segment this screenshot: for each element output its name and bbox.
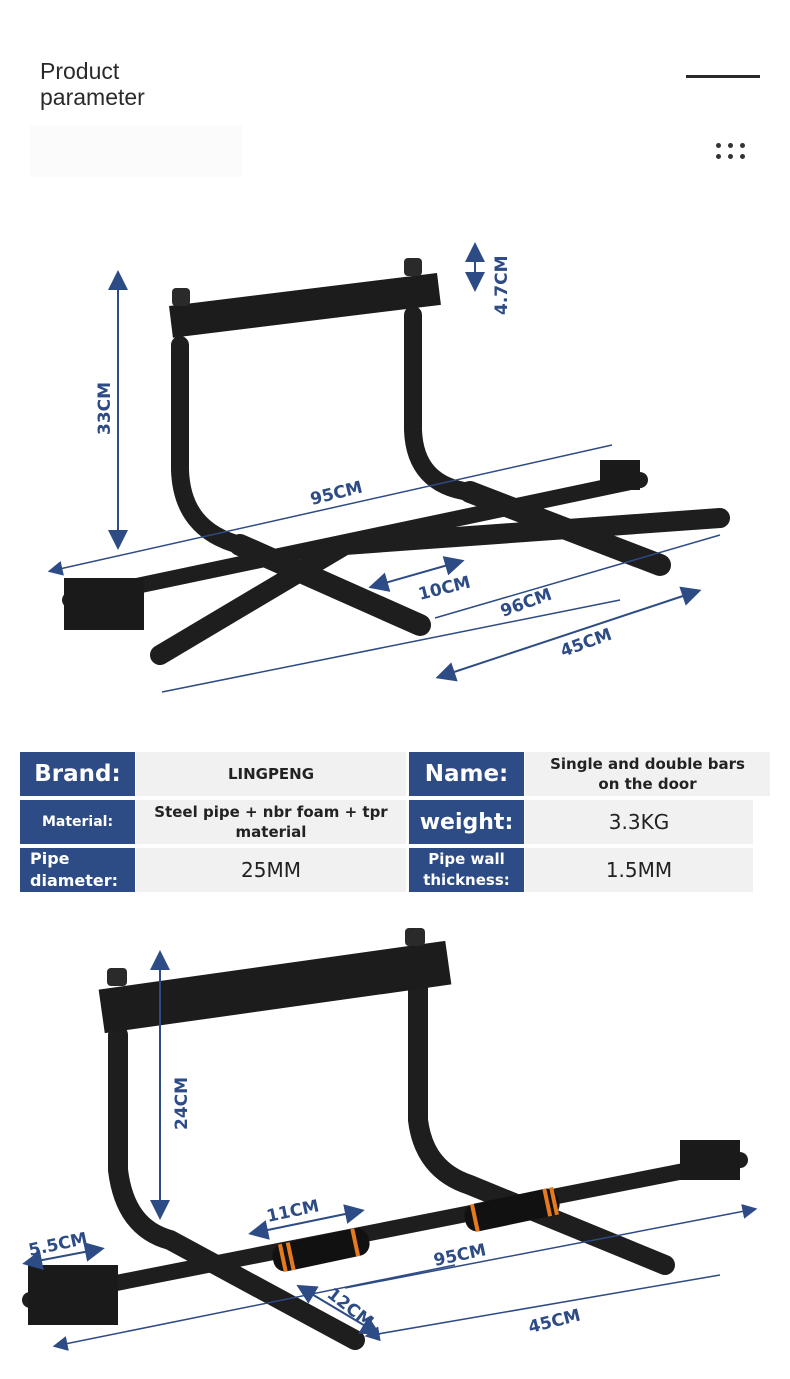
dim-height-label-2: 24CM <box>172 1077 192 1130</box>
brand-label: Brand: <box>20 752 135 796</box>
brand-value: LINGPENG <box>136 752 406 796</box>
title-line-2: parameter <box>40 84 145 110</box>
title-line-1: Product <box>40 58 120 84</box>
pullup-bar-illustration-2: 24CM 11CM 5.5CM 95CM 12CM 45CM <box>22 928 758 1351</box>
weight-value: 3.3KG <box>525 800 753 844</box>
dim-depth-label: 45CM <box>558 625 615 662</box>
product-image-2: 24CM 11CM 5.5CM 95CM 12CM 45CM <box>0 915 790 1379</box>
dots-grid-icon[interactable] <box>716 143 752 165</box>
dim-width-top-label: 95CM <box>308 478 364 510</box>
dim-height-label: 33CM <box>95 382 115 435</box>
page-title: Product parameter <box>40 58 145 110</box>
material-value: Steel pipe + nbr foam + tpr material <box>136 800 406 844</box>
dim-bracket-label: 4.7CM <box>492 255 512 315</box>
pullup-bar-illustration-1: 33CM 4.7CM 95CM 10CM 96CM 45CM <box>47 242 730 693</box>
material-label: Material: <box>20 800 135 844</box>
name-value: Single and double bars on the door <box>525 752 770 796</box>
dim-foam-label: 11CM <box>265 1196 321 1227</box>
name-label: Name: <box>409 752 524 796</box>
pipe-diameter-label: Pipe diameter: <box>20 848 135 892</box>
weight-label: weight: <box>409 800 524 844</box>
faint-placeholder <box>30 125 242 177</box>
wall-thickness-label: Pipe wall thickness: <box>409 848 524 892</box>
wall-thickness-value: 1.5MM <box>525 848 753 892</box>
header-rule <box>686 75 760 78</box>
dim-grip-spacing-label: 10CM <box>416 573 472 605</box>
dim-length-label: 96CM <box>498 585 555 622</box>
dim-depth-label-2: 45CM <box>526 1306 582 1338</box>
pipe-diameter-value: 25MM <box>136 848 406 892</box>
product-image-1: 33CM 4.7CM 95CM 10CM 96CM 45CM <box>0 230 790 710</box>
